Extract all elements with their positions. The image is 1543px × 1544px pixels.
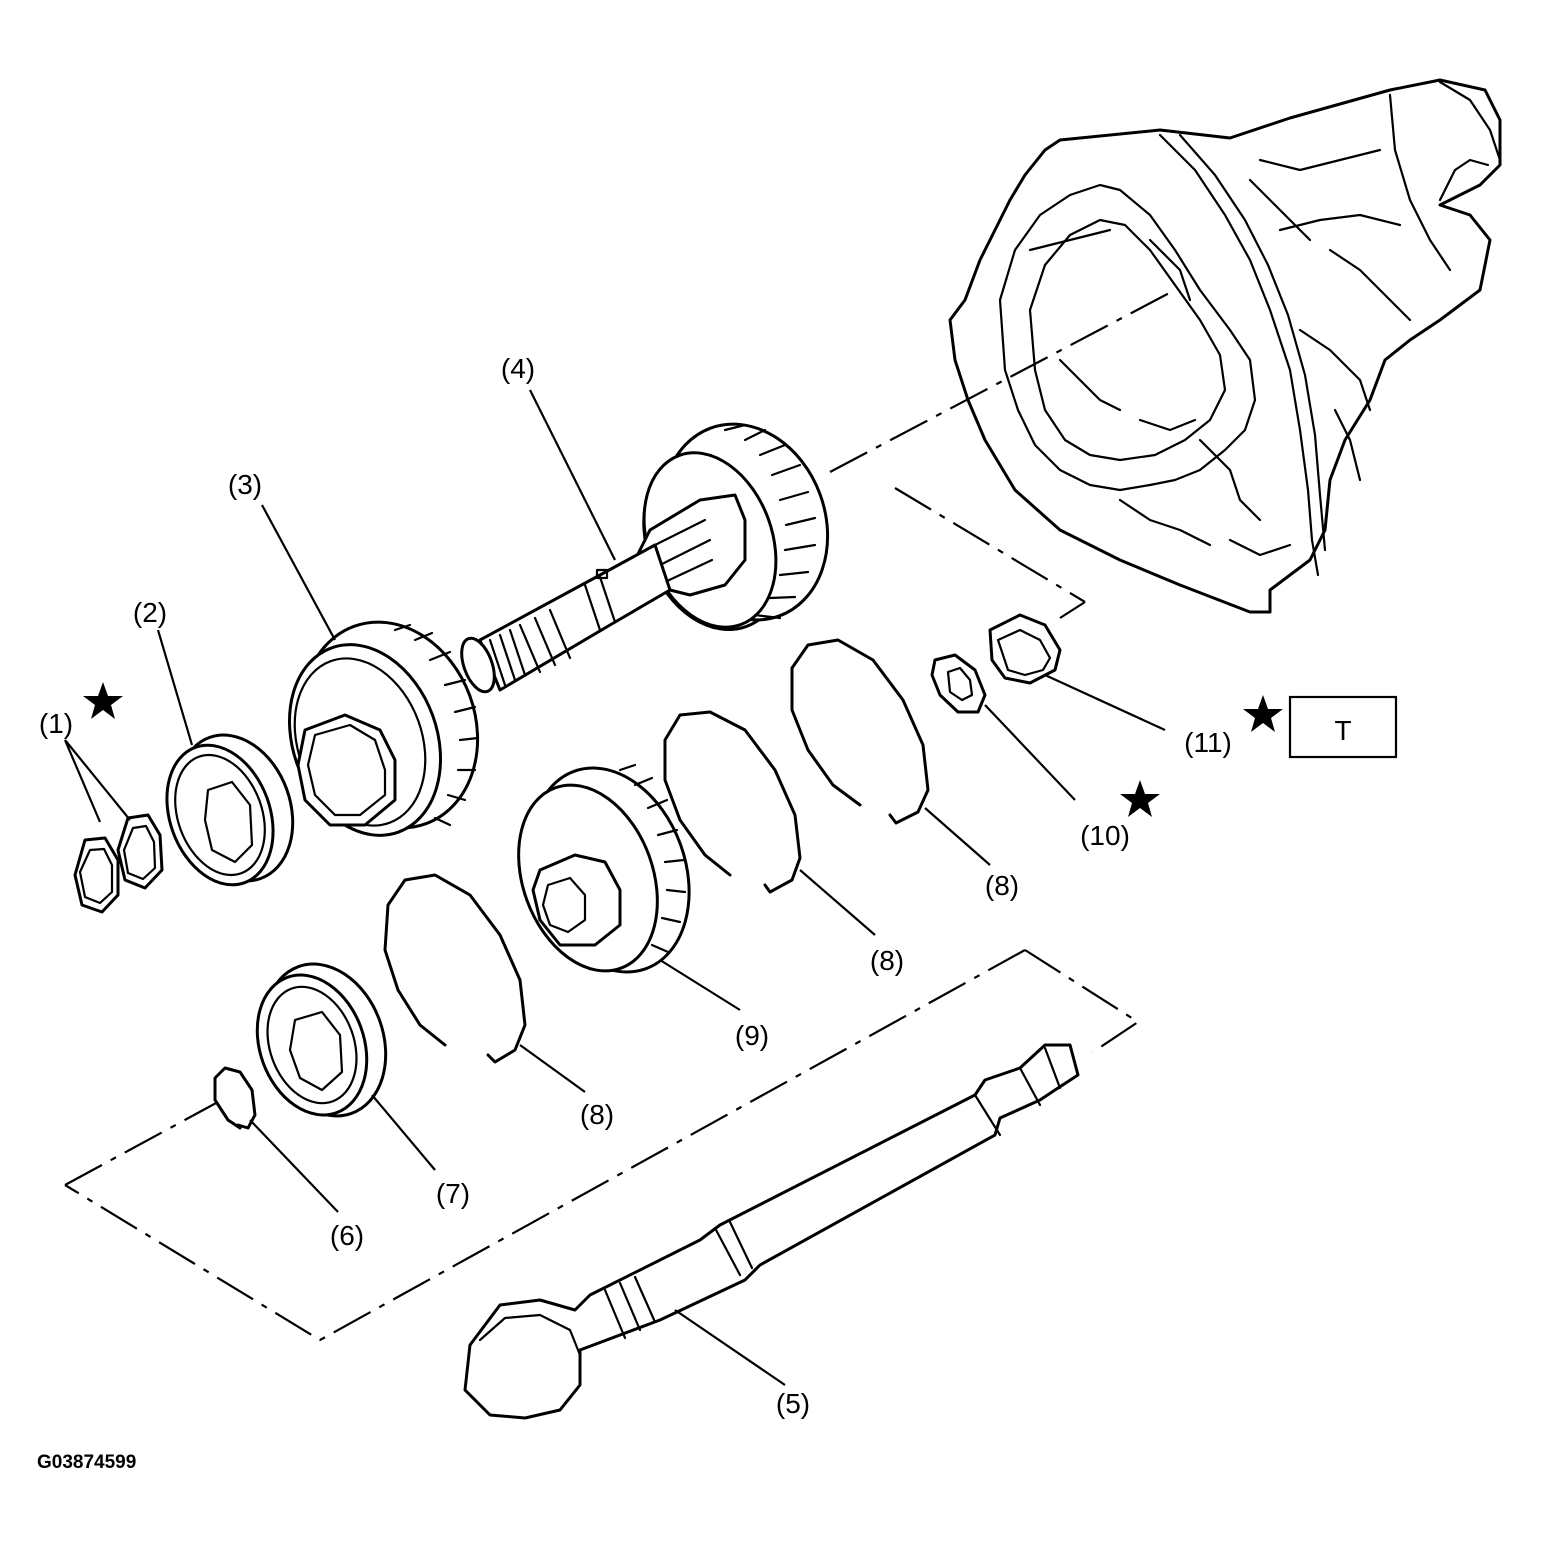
- callout-6: (6): [330, 1220, 364, 1251]
- lock-washers: [73, 813, 164, 914]
- callouts: (1) (2) (3) (4) (5) (6) (7) (8) (8) (8) …: [39, 353, 1232, 1419]
- callout-4: (4): [501, 353, 535, 384]
- torque-box: T: [1288, 695, 1398, 759]
- leader-lines: [63, 389, 1166, 1386]
- callout-8a: (8): [580, 1099, 614, 1130]
- figure-id: G03874599: [37, 1452, 136, 1473]
- snap-ring: [213, 1066, 257, 1130]
- callout-10: (10): [1080, 820, 1130, 851]
- washer: [930, 653, 987, 714]
- callout-9: (9): [735, 1020, 769, 1051]
- star-icon: [1243, 695, 1283, 732]
- callout-5: (5): [776, 1388, 810, 1419]
- drive-gear: [287, 620, 480, 837]
- callout-11: (11): [1184, 727, 1232, 758]
- callout-7: (7): [436, 1178, 470, 1209]
- reduction-gear: [517, 763, 691, 974]
- torque-box-label: T: [1334, 715, 1351, 746]
- ball-bearing: [165, 733, 295, 887]
- output-shaft: [463, 1043, 1080, 1420]
- star-icon: [83, 682, 123, 719]
- counter-shaft-assembly: [460, 422, 830, 694]
- callout-8c: (8): [985, 870, 1019, 901]
- transmission-case: [948, 78, 1502, 614]
- callout-8b: (8): [870, 945, 904, 976]
- snap-ring-set: [383, 638, 930, 1064]
- assembly-lines: [64, 289, 1176, 1342]
- callout-2: (2): [133, 597, 167, 628]
- callout-3: (3): [228, 469, 262, 500]
- replace-markers: [83, 682, 1283, 817]
- callout-1: (1): [39, 708, 73, 739]
- roller-bearing: [255, 962, 388, 1118]
- lock-nut: [988, 613, 1062, 685]
- star-icon: [1120, 780, 1160, 817]
